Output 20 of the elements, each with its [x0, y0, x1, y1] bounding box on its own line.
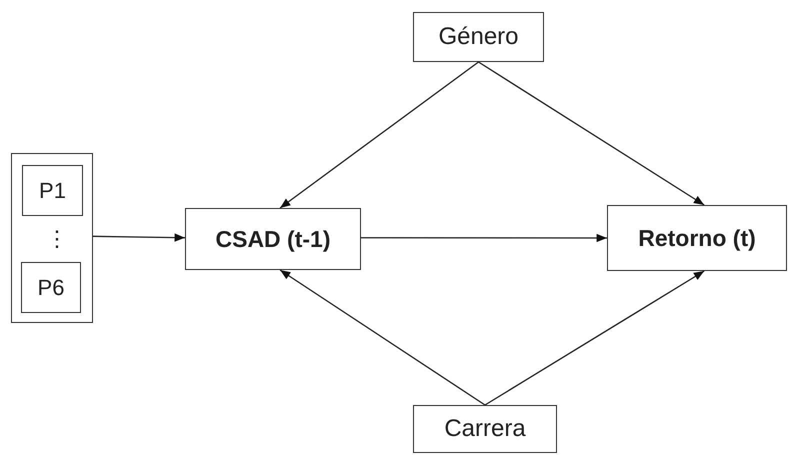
arrow: [280, 269, 486, 406]
arrow: [280, 61, 479, 209]
group-box: [11, 153, 93, 323]
node-label: CSAD (t-1): [216, 226, 330, 252]
variable-box: [413, 12, 544, 62]
variable-box: [21, 262, 81, 313]
variable-box: [413, 405, 557, 453]
variable-box: [22, 165, 83, 216]
arrow: [478, 61, 705, 206]
node-label: Género: [438, 23, 519, 51]
arrow: [92, 233, 186, 242]
node-label: Retorno (t): [638, 224, 756, 252]
node-label: P6: [38, 274, 64, 300]
variable-box: [607, 205, 787, 271]
arrow: [484, 270, 705, 406]
ellipsis-label: ⋮: [46, 228, 68, 250]
variable-box: [185, 208, 361, 270]
arrow: [361, 234, 607, 242]
node-label: Carrera: [444, 415, 526, 443]
node-label: P1: [39, 178, 66, 204]
